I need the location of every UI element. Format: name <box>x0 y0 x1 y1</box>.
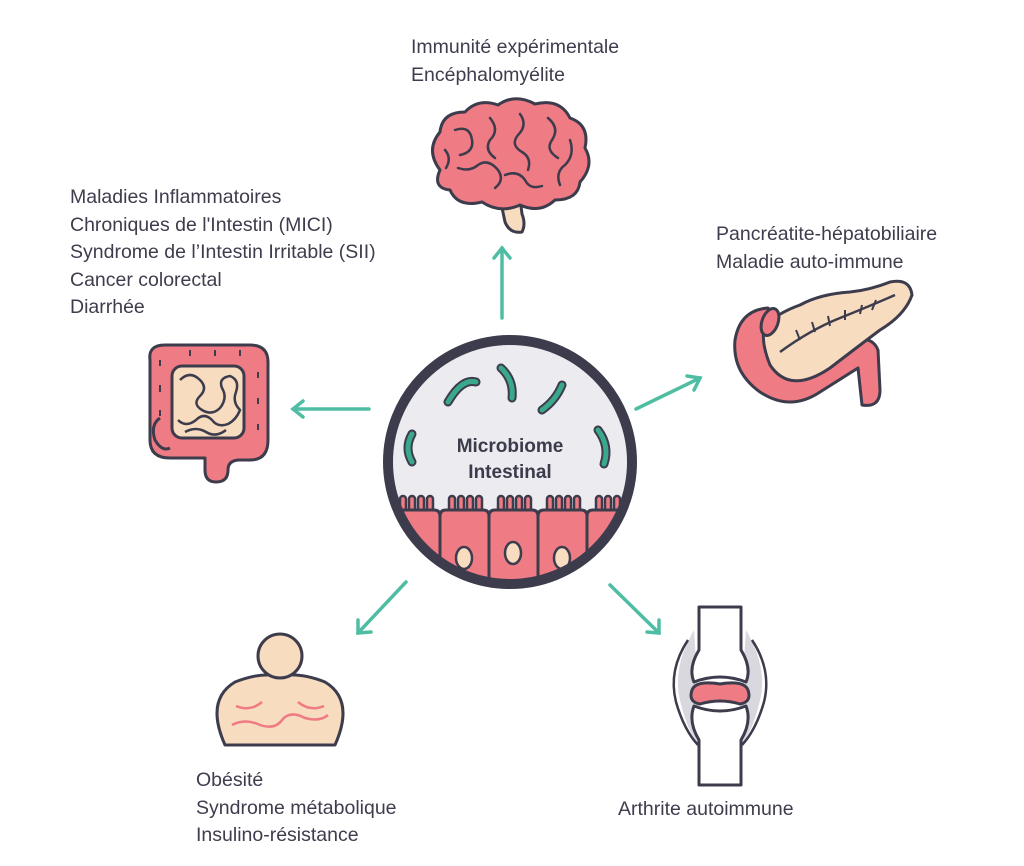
microbiome-title-line2: Intestinal <box>468 462 552 483</box>
brain-conditions-label: Immunité expérimentale Encéphalomyélite <box>411 34 619 89</box>
joint-icon <box>672 605 768 787</box>
pancreas-condition-line: Pancréatite-hépatobiliaire <box>716 223 938 245</box>
intestine-condition-line: Diarrhée <box>70 296 145 318</box>
joint-conditions-label: Arthrite autoimmune <box>618 796 794 824</box>
arrows <box>290 245 703 635</box>
arrow-to-brain <box>492 245 512 320</box>
intestine-conditions-label: Maladies Inflammatoires Chroniques de l'… <box>70 184 376 322</box>
microbiome-title: Microbiome Intestinal <box>410 434 610 486</box>
brain-icon <box>431 97 591 234</box>
intestine-condition-line: Cancer colorectal <box>70 268 222 291</box>
intestine-condition-line: Syndrome de l’Intestin Irritable (SII) <box>70 241 376 263</box>
intestine-condition-line: Maladies Inflammatoires <box>70 186 282 208</box>
obesity-condition-line: Syndrome métabolique <box>196 796 397 819</box>
arrow-to-pancreas <box>634 374 703 411</box>
pancreas-conditions-label: Pancréatite-hépatobiliaire Maladie auto-… <box>716 221 937 276</box>
intestine-icon <box>148 343 270 484</box>
bacteria-fill <box>405 365 609 467</box>
arrow-to-obesity <box>356 580 408 635</box>
brain-condition-line: Immunité expérimentale <box>411 36 620 58</box>
microvilli <box>398 494 622 518</box>
arrow-to-intestine <box>290 399 371 419</box>
arrow-to-joint <box>608 583 661 635</box>
obesity-condition-line: Obésité <box>196 769 264 791</box>
pancreas-icon <box>733 279 914 407</box>
intestine-condition-line: Chroniques de l'Intestin (MICI) <box>70 213 333 236</box>
joint-condition-line: Arthrite autoimmune <box>618 798 794 820</box>
obese-body-icon <box>215 632 345 747</box>
brain-condition-line: Encéphalomyélite <box>411 63 565 86</box>
obesity-conditions-label: Obésité Syndrome métabolique Insulino-ré… <box>196 767 397 850</box>
microbiome-title-line1: Microbiome <box>456 436 564 457</box>
obesity-condition-line: Insulino-résistance <box>196 824 359 846</box>
pancreas-condition-line: Maladie auto-immune <box>716 250 904 273</box>
